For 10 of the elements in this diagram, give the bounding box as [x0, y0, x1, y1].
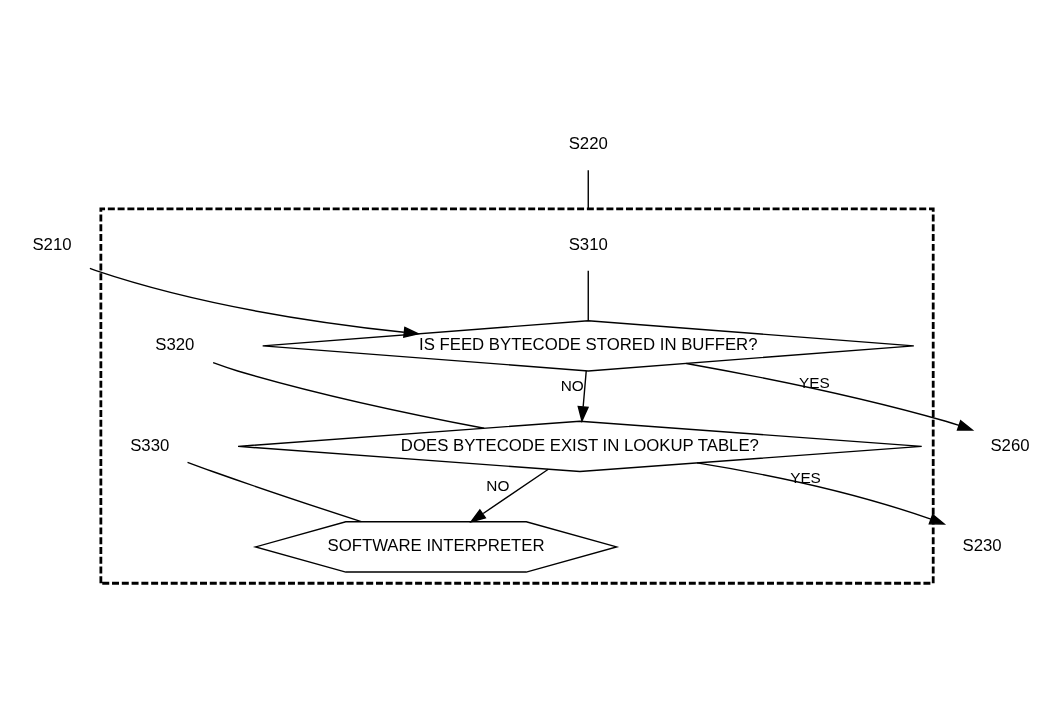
node-text: S330 [130, 435, 170, 455]
node-text: S310 [568, 234, 608, 254]
node-text: S320 [155, 334, 195, 354]
node-text: S220 [568, 133, 608, 153]
edge-label: NO [560, 376, 584, 394]
edge-label: YES [798, 373, 830, 391]
node-text: S260 [990, 435, 1030, 455]
node-text: S230 [962, 535, 1002, 555]
node-text: S210 [32, 234, 72, 254]
edge-label: NO [486, 476, 510, 494]
